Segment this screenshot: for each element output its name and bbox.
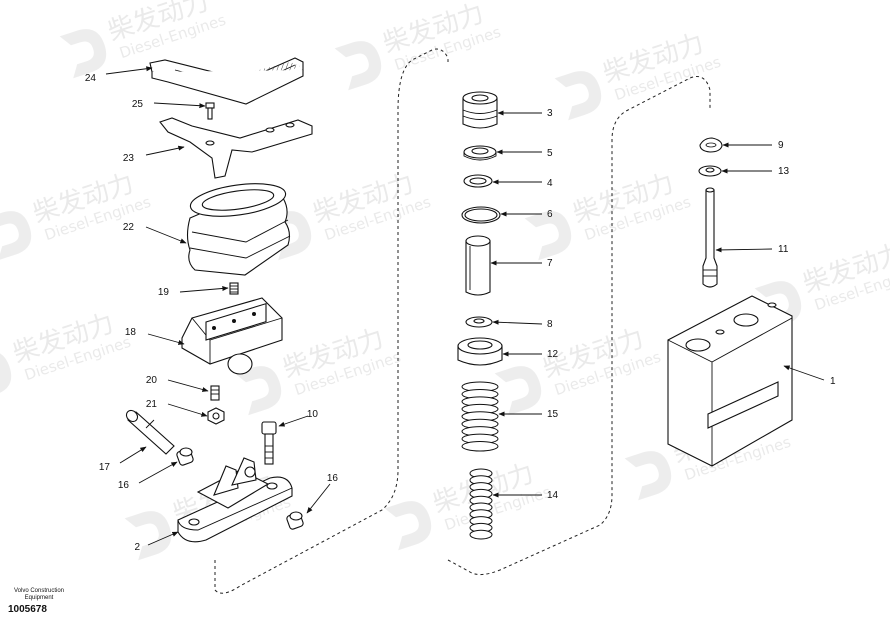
washer-part-4 — [463, 174, 493, 188]
snapring-part-9 — [699, 137, 723, 153]
callout-1: 1 — [830, 376, 836, 387]
leader-arrow-19 — [179, 285, 229, 293]
callout-16: 16 — [118, 480, 130, 491]
callout-7: 7 — [547, 258, 553, 269]
spring-coil — [469, 529, 493, 540]
callout-14: 14 — [547, 490, 559, 501]
drawing-number: 1005678 — [8, 604, 47, 615]
bracket-part-23 — [159, 117, 313, 179]
callout-3: 3 — [547, 108, 553, 119]
callout-8: 8 — [547, 319, 553, 330]
callout-5: 5 — [547, 148, 553, 159]
callout-24: 24 — [85, 73, 97, 84]
callout-13: 13 — [778, 166, 790, 177]
callout-10: 10 — [307, 409, 319, 420]
leader-arrow-23 — [145, 145, 185, 156]
callout-11: 11 — [778, 244, 789, 255]
leader-arrow-8 — [492, 319, 543, 325]
capscrew-part-10 — [261, 421, 277, 465]
base-plate-part-2 — [177, 457, 293, 543]
washer-part-13 — [698, 165, 722, 177]
pin-part-17 — [125, 409, 175, 455]
washer-part-5 — [463, 145, 497, 161]
leader-arrow-24 — [105, 66, 153, 75]
bushing-part-16-left — [176, 447, 194, 466]
leader-arrow-2 — [147, 531, 179, 546]
bushing-part-16-right — [286, 511, 304, 530]
callout-25: 25 — [132, 99, 144, 110]
pushrod-part-11 — [702, 187, 718, 288]
washer-part-8 — [465, 316, 493, 328]
leader-arrow-25 — [153, 102, 206, 109]
callout-19: 19 — [158, 287, 170, 298]
assembly-boundary-left — [214, 48, 449, 594]
callout-labels: 2425232219182021101716162354678121514913… — [85, 73, 836, 553]
callout-18: 18 — [125, 327, 137, 338]
block-part-18 — [181, 297, 283, 375]
spring-coil — [461, 441, 499, 452]
nut-part-21 — [207, 407, 225, 425]
leader-arrows — [105, 66, 825, 546]
company-line-2: Equipment — [24, 595, 54, 601]
callout-21: 21 — [146, 399, 158, 410]
leader-arrow-20 — [167, 379, 209, 392]
callout-15: 15 — [547, 409, 559, 420]
leader-arrow-22 — [145, 226, 187, 244]
setscrew-part-20 — [210, 385, 220, 401]
callout-12: 12 — [547, 349, 559, 360]
leader-arrow-1 — [783, 365, 825, 381]
callout-17: 17 — [99, 462, 111, 473]
leader-arrow-16 — [306, 483, 331, 514]
callout-6: 6 — [547, 209, 553, 220]
valve-body-part-1 — [667, 295, 793, 467]
leader-arrow-21 — [167, 403, 208, 417]
spring-part-14 — [469, 468, 493, 540]
leader-arrow-11 — [715, 247, 773, 253]
callout-9: 9 — [778, 140, 784, 151]
oring-part-6 — [461, 206, 501, 224]
company-name: Volvo Construction Equipment — [8, 588, 70, 602]
boot-part-22 — [186, 183, 291, 276]
setscrew-part-19 — [229, 282, 239, 295]
callout-4: 4 — [547, 178, 553, 189]
seat-part-12 — [457, 337, 503, 366]
leader-arrow-10 — [278, 415, 309, 427]
callout-16: 16 — [327, 473, 339, 484]
callout-20: 20 — [146, 375, 158, 386]
callout-23: 23 — [123, 153, 135, 164]
screw-part-25 — [205, 102, 215, 120]
company-line-1: Volvo Construction — [13, 588, 65, 594]
sleeve-part-3 — [462, 91, 498, 129]
plunger-part-7 — [465, 235, 491, 296]
spring-part-15 — [461, 381, 499, 452]
callout-2: 2 — [134, 542, 140, 553]
assembly-boundary-right — [447, 76, 711, 576]
leader-arrow-16 — [138, 461, 178, 484]
leader-arrow-18 — [147, 333, 185, 345]
pedal-part-24 — [149, 57, 304, 105]
leader-arrow-17 — [119, 446, 147, 464]
callout-22: 22 — [123, 222, 135, 233]
